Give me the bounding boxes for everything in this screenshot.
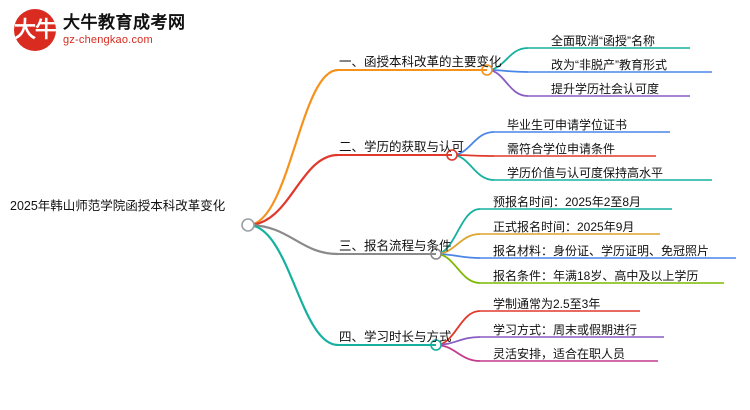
connector-root-branch-1 (247, 68, 339, 227)
mindmap-branch-2-label: 二、学历的获取与认可 (339, 140, 465, 154)
mindmap-leaf-4-1-label: 学制通常为2.5至3年 (493, 297, 601, 311)
connector-b2-c3 (451, 154, 495, 181)
connector-root-branch-2 (247, 153, 339, 227)
logo-text-block: 大牛教育成考网 gz-chengkao.com (63, 13, 186, 48)
connector-b1-c3 (486, 69, 529, 97)
mindmap-leaf-1-2-label: 改为“非脱产”教育形式 (551, 58, 667, 72)
mindmap-leaf-2-3-label: 学历价值与认可度保持高水平 (507, 166, 664, 180)
mindmap-leaf-3-3-label: 报名材料：身份证、学历证明、免冠照片 (493, 244, 710, 258)
logo-title: 大牛教育成考网 (63, 12, 186, 32)
logo-subtitle: gz-chengkao.com (63, 33, 153, 46)
logo-mark-char: 大牛 (14, 17, 56, 42)
mindmap-branch-3-label: 三、报名流程与条件 (339, 239, 452, 253)
mindmap-leaf-1-3-label: 提升学历社会认可度 (551, 82, 660, 96)
mindmap-leaf-2-2-label: 需符合学位申请条件 (507, 142, 616, 156)
mindmap-leaf-3-1-label: 预报名时间：2025年2至8月 (493, 195, 642, 209)
connector-root-branch-4 (247, 223, 339, 347)
connector-root-branch-3 (247, 223, 339, 256)
mindmap-branch-1-label: 一、函授本科改革的主要变化 (339, 55, 502, 69)
mindmap-leaf-3-4-label: 报名条件：年满18岁、高中及以上学历 (493, 269, 699, 283)
mindmap-leaf-3-2-label: 正式报名时间：2025年9月 (493, 220, 635, 234)
mindmap-leaf-4-3-label: 灵活安排，适合在职人员 (493, 347, 626, 361)
mindmap-leaf-1-1-label: 全面取消“函授”名称 (551, 34, 655, 48)
bull-logo-icon: 大牛 (14, 9, 56, 51)
mindmap-branch-4-label: 四、学习时长与方式 (339, 330, 452, 344)
mindmap-root-label: 2025年韩山师范学院函授本科改革变化 (10, 199, 226, 213)
mindmap-leaf-2-1-label: 毕业生可申请学位证书 (507, 118, 628, 132)
site-logo[interactable]: 大牛 大牛教育成考网 gz-chengkao.com (14, 8, 186, 52)
connector-b4-c3 (435, 344, 481, 362)
node-dot-root (241, 218, 255, 232)
mindmap-leaf-4-2-label: 学习方式：周末或假期进行 (493, 323, 638, 337)
